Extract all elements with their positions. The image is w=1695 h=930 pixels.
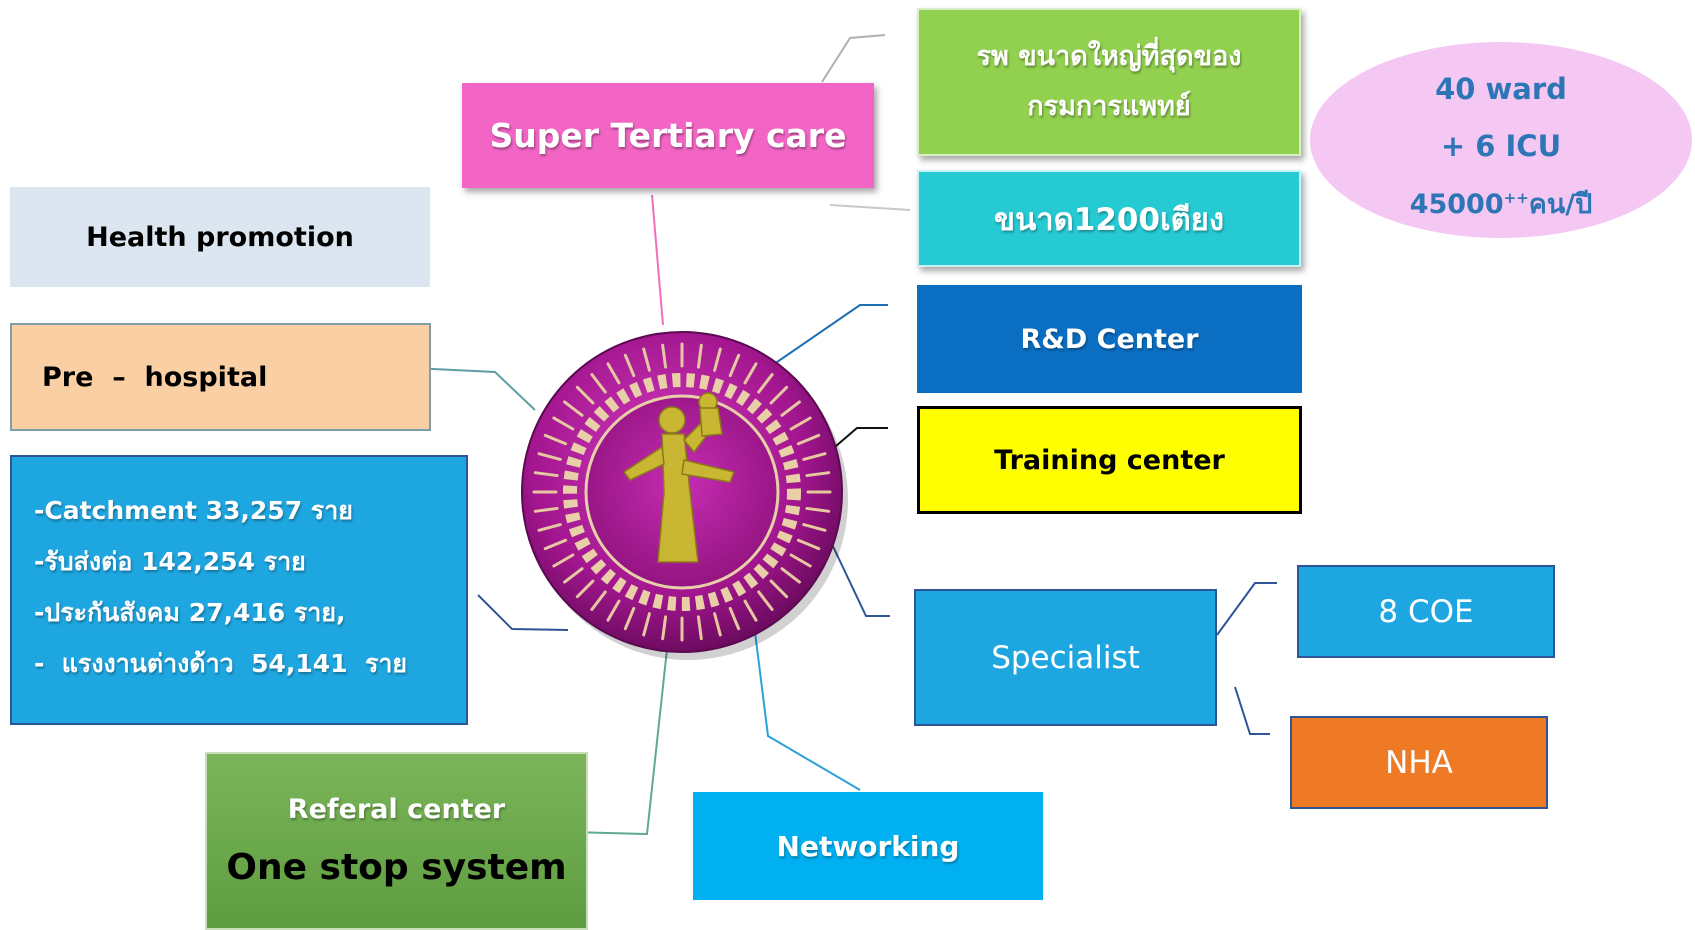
- emblem-rays: [532, 342, 832, 642]
- emblem-ray: [590, 373, 607, 394]
- emblem-ray: [802, 452, 827, 461]
- emblem-ray: [543, 538, 568, 551]
- emblem-ray: [563, 567, 584, 584]
- pre-hospital-label: Pre – hospital: [42, 361, 268, 393]
- emblem-ray: [805, 506, 831, 513]
- bed-size-node: ขนาด1200เตียง: [917, 170, 1301, 267]
- emblem-ray: [537, 452, 562, 461]
- emblem-ray: [590, 590, 607, 611]
- nha-node: NHA: [1290, 716, 1548, 809]
- health-promotion-label: Health promotion: [86, 221, 354, 253]
- emblem-ray: [713, 347, 722, 372]
- icu-count: + 6 ICU: [1440, 129, 1562, 163]
- patients-superscript: ++: [1503, 189, 1529, 207]
- emblem-ray: [805, 471, 831, 478]
- rd-center-label: R&D Center: [1020, 323, 1199, 355]
- referral-center-title: Referal center: [287, 794, 506, 825]
- emblem-ray: [575, 385, 595, 405]
- emblem-ray: [743, 599, 758, 622]
- largest-hospital-line1: รพ ขนาดใหญ่ที่สุดของ: [976, 41, 1242, 72]
- referral-center-node: Referal center One stop system: [205, 752, 588, 930]
- super-tertiary-label: Super Tertiary care: [489, 116, 847, 155]
- specialist-label: Specialist: [991, 639, 1140, 676]
- largest-hospital-line2: กรมการแพทย์: [1027, 91, 1191, 122]
- catchment-line: -Catchment 33,257 ราย: [34, 496, 353, 525]
- training-center-label: Training center: [994, 444, 1225, 476]
- bed-size-label: ขนาด1200เตียง: [993, 201, 1225, 238]
- hospital-emblem-icon: [521, 331, 848, 660]
- emblem-ray: [543, 433, 568, 446]
- connector-specialist: [829, 539, 890, 617]
- emblem-ray: [552, 553, 575, 568]
- ward-count: 40 ward: [1435, 72, 1567, 106]
- emblem-ray: [642, 612, 651, 637]
- connector-bed-size: [829, 204, 911, 211]
- coe-node: 8 COE: [1297, 565, 1555, 658]
- emblem-ray: [696, 343, 703, 369]
- emblem-ray: [533, 506, 559, 513]
- emblem-ray: [552, 416, 575, 431]
- emblem-ray: [796, 433, 821, 446]
- catchment-stats-node: -Catchment 33,257 ราย -รับส่งต่อ 142,254…: [10, 455, 468, 725]
- capacity-ellipse: 40 ward + 6 ICU 45000++คน/ปี: [1310, 42, 1692, 238]
- connector-catchment: [477, 594, 569, 631]
- largest-hospital-node: รพ ขนาดใหญ่ที่สุดของ กรมการแพทย์: [917, 8, 1301, 156]
- coe-label: 8 COE: [1378, 593, 1474, 630]
- nha-label: NHA: [1385, 744, 1453, 781]
- super-tertiary-care-node: Super Tertiary care: [462, 83, 874, 188]
- emblem-ray: [728, 353, 741, 378]
- patients-count: 45000: [1409, 189, 1504, 220]
- emblem-ray: [780, 567, 801, 584]
- foreign-workers-line: - แรงงานต่างด้าว 54,141 ราย: [34, 649, 408, 678]
- specialist-node: Specialist: [914, 589, 1217, 726]
- emblem-figure: [622, 392, 736, 563]
- emblem-petal-ring: [563, 373, 801, 611]
- emblem-ray: [713, 612, 722, 637]
- emblem-ray: [696, 615, 703, 641]
- emblem-ray: [661, 343, 668, 369]
- pre-hospital-node: Pre – hospital: [10, 323, 431, 431]
- emblem-ray: [728, 606, 741, 631]
- emblem-ray: [623, 353, 636, 378]
- patients-unit: คน/ปี: [1528, 189, 1593, 220]
- emblem-ray: [606, 362, 621, 385]
- emblem-ray: [661, 615, 668, 641]
- emblem-ray: [757, 373, 774, 394]
- connector-largest-hospital: [821, 34, 886, 83]
- emblem-ray: [796, 538, 821, 551]
- referral-receive-line: -รับส่งต่อ 142,254 ราย: [34, 547, 306, 576]
- emblem-ray: [789, 553, 812, 568]
- emblem-ray: [802, 523, 827, 532]
- connector-networking: [754, 631, 861, 791]
- one-stop-system-label: One stop system: [226, 847, 567, 888]
- connector-referral: [569, 639, 669, 836]
- emblem-ray: [789, 416, 812, 431]
- emblem-ray: [769, 385, 789, 405]
- emblem-ray: [780, 400, 801, 417]
- health-promotion-node: Health promotion: [10, 187, 430, 287]
- connector-super-tertiary: [651, 194, 664, 326]
- connector-pre-hospital: [411, 367, 536, 411]
- networking-label: Networking: [776, 829, 960, 863]
- networking-node: Networking: [693, 792, 1043, 900]
- emblem-ray: [757, 590, 774, 611]
- social-security-line: -ประกันสังคม 27,416 ราย,: [34, 598, 346, 627]
- emblem-ray: [743, 362, 758, 385]
- emblem-ray: [769, 579, 789, 599]
- emblem-ray: [623, 606, 636, 631]
- emblem-ray: [563, 400, 584, 417]
- emblem-ray: [606, 599, 621, 622]
- rd-center-node: R&D Center: [917, 285, 1302, 393]
- connector-coe: [1216, 582, 1277, 636]
- patients-per-year: 45000++คน/ปี: [1310, 182, 1692, 225]
- emblem-ray: [533, 471, 559, 478]
- emblem-ray: [537, 523, 562, 532]
- connector-nha: [1234, 686, 1270, 735]
- emblem-ray: [575, 579, 595, 599]
- training-center-node: Training center: [917, 406, 1302, 514]
- emblem-ray: [642, 347, 651, 372]
